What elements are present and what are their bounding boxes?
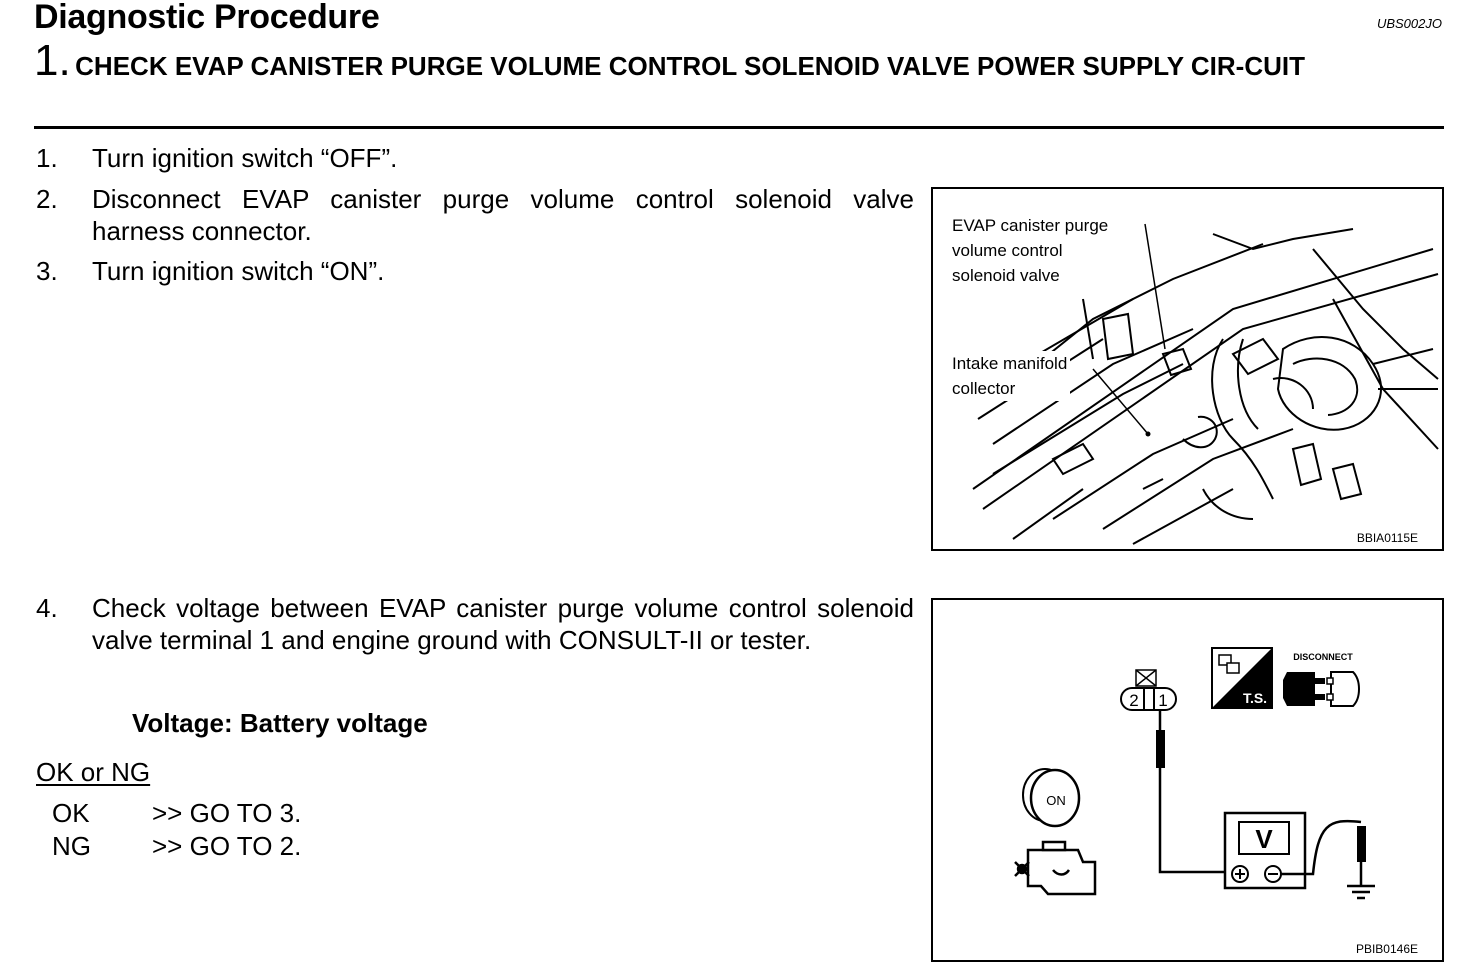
figure-code: PBIB0146E bbox=[1355, 942, 1418, 956]
result-heading: OK or NG bbox=[36, 757, 151, 787]
step-item-text: Check voltage between EVAP canister purg… bbox=[92, 593, 914, 655]
svg-text:V: V bbox=[1255, 824, 1273, 854]
figure-code: BBIA0115E bbox=[1356, 531, 1418, 545]
harness-connector-icon: 2 1 bbox=[1120, 669, 1177, 711]
label-intake-manifold: Intake manifold collector bbox=[949, 351, 1071, 401]
result-action: >> GO TO 3. bbox=[152, 798, 302, 828]
svg-text:1: 1 bbox=[1158, 691, 1167, 710]
step-item-number: 4. bbox=[36, 593, 58, 623]
ground-symbol-icon bbox=[1347, 884, 1375, 900]
manifold-leader-line bbox=[1092, 368, 1149, 435]
engine-bay-illustration bbox=[972, 223, 1439, 545]
voltage-spec: Voltage: Battery voltage bbox=[132, 708, 428, 738]
step-heading: 1. CHECK EVAP CANISTER PURGE VOLUME CONT… bbox=[34, 36, 1444, 86]
step-item-text: Turn ignition switch “ON”. bbox=[92, 256, 385, 286]
step-number: 1. bbox=[34, 36, 71, 85]
page-title: Diagnostic Procedure bbox=[34, 0, 380, 36]
step-item-number: 3. bbox=[36, 256, 58, 286]
svg-text:T.S.: T.S. bbox=[1243, 690, 1267, 706]
result-key: OK bbox=[52, 798, 90, 828]
figure-voltage-check: 2 1 V bbox=[931, 598, 1444, 962]
step-title: CHECK EVAP CANISTER PURGE VOLUME CONTROL… bbox=[75, 51, 1305, 81]
header-divider bbox=[34, 126, 1444, 129]
svg-text:ON: ON bbox=[1046, 793, 1066, 808]
list-item-step-4: 4. Check voltage between EVAP canister p… bbox=[36, 592, 914, 656]
ignition-key-on-icon: ON bbox=[1022, 768, 1081, 828]
result-key: NG bbox=[52, 831, 91, 861]
step-item-number: 1. bbox=[36, 143, 58, 173]
document-id: UBS002JO bbox=[1376, 16, 1442, 31]
figure-engine-bay: EVAP canister purge volume control solen… bbox=[931, 187, 1444, 551]
list-item-step-1: 1. Turn ignition switch “OFF”. bbox=[36, 142, 914, 174]
voltage-check-diagram: 2 1 V bbox=[1014, 647, 1375, 900]
list-item-step-2: 2. Disconnect EVAP canister purge volume… bbox=[36, 183, 914, 247]
svg-text:2: 2 bbox=[1129, 691, 1138, 710]
valve-leader-line bbox=[1144, 223, 1166, 350]
step-item-text: Turn ignition switch “OFF”. bbox=[92, 143, 398, 173]
result-row-ok: OK >> GO TO 3. bbox=[52, 798, 301, 829]
engine-icon bbox=[1014, 840, 1097, 896]
voltmeter-icon: V bbox=[1223, 811, 1307, 890]
list-item-step-3: 3. Turn ignition switch “ON”. bbox=[36, 255, 914, 287]
result-row-ng: NG >> GO TO 2. bbox=[52, 831, 301, 862]
disconnect-icon: DISCONNECT bbox=[1283, 652, 1360, 707]
svg-text:DISCONNECT: DISCONNECT bbox=[1293, 652, 1353, 662]
label-evap-valve: EVAP canister purge volume control solen… bbox=[949, 213, 1112, 288]
step-item-number: 2. bbox=[36, 184, 58, 214]
step-item-text: Disconnect EVAP canister purge volume co… bbox=[92, 184, 914, 246]
ts-icon: T.S. bbox=[1211, 647, 1273, 709]
result-action: >> GO TO 2. bbox=[152, 831, 302, 861]
